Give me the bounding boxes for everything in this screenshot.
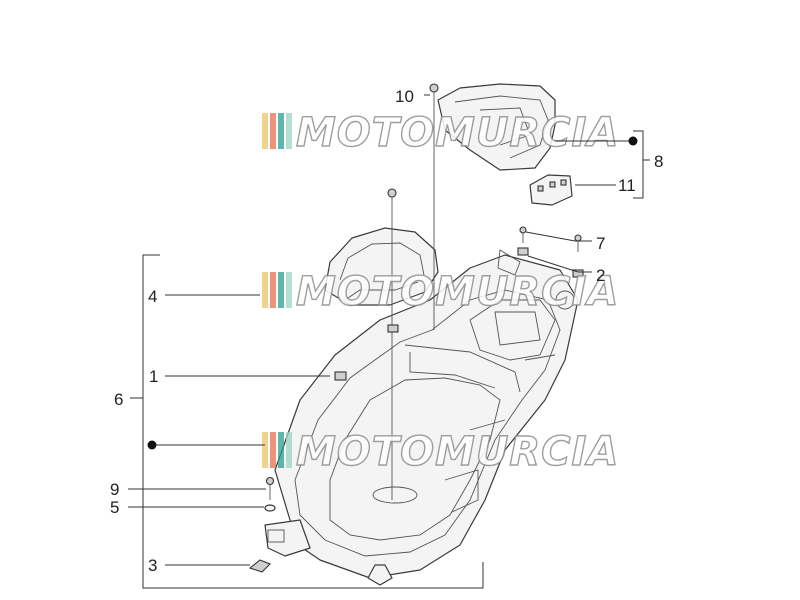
watermark-stripe [278,272,284,308]
hardware-parts [248,83,584,573]
watermark-stripe [278,432,284,468]
callout-11: 11 [618,176,636,195]
watermark-logo: MOTOMURCIA [262,428,619,476]
assembly-dot [628,136,638,146]
watermark-logo: MOTOMURCIA [262,109,619,157]
leader-2 [527,255,592,273]
callout-4: 4 [148,287,157,306]
watermark-text: MOTOMURCIA [296,429,619,475]
watermark-stripe [286,113,292,149]
watermark-stripe [270,113,276,149]
callout-7: 7 [596,234,605,253]
callout-3: 3 [148,556,157,575]
bracket-8 [555,130,650,199]
watermark-stripe [270,272,276,308]
watermark-stripe [286,432,292,468]
watermark-stripe [270,432,276,468]
rubber-block-part [529,174,573,206]
callout-8: 8 [654,152,663,171]
battery-cover-part [437,83,556,171]
leader-7 [525,231,592,242]
helmet-compartment [264,249,579,586]
callout-1: 1 [149,367,158,386]
callout-10: 10 [395,87,414,106]
watermark-logo: MOTOMURCIA [262,268,619,316]
callout-2: 2 [596,266,605,285]
watermark-stripe [262,272,268,308]
watermark-stripe [278,113,284,149]
watermark-text: MOTOMURCIA [296,110,619,156]
callout-6: 6 [114,390,123,409]
watermark-stripe [286,272,292,308]
watermark-text: MOTOMURCIA [296,269,619,315]
assembly-dot [147,440,157,450]
watermark-stripe [262,113,268,149]
dome-cover-part [324,227,439,306]
callout-5: 5 [110,498,119,517]
watermark-stripe [262,432,268,468]
bracket-6 [130,254,484,589]
callout-9: 9 [110,480,119,499]
